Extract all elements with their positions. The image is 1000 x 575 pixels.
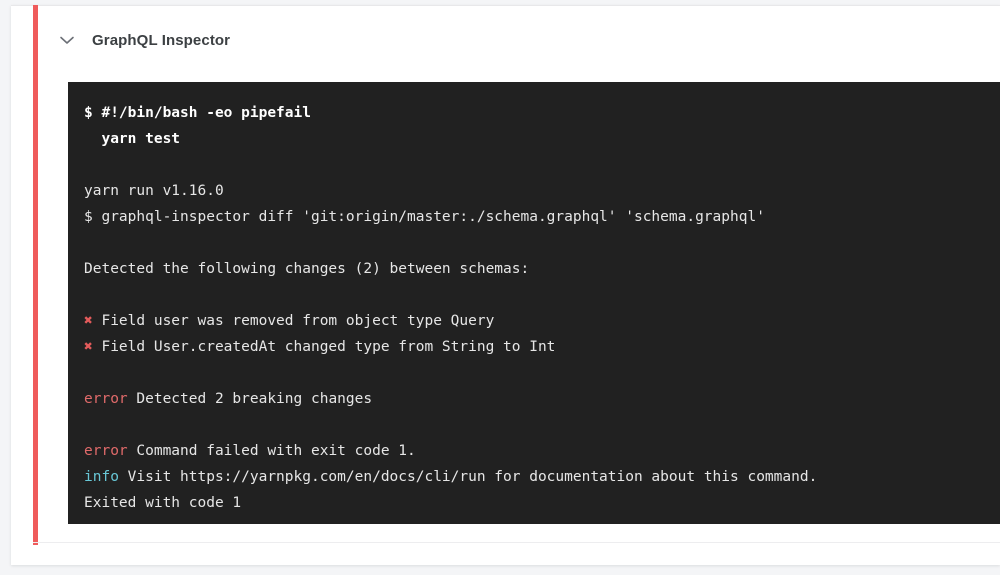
log-line: ✖ Field User.createdAt changed type from…	[68, 334, 1000, 360]
chevron-down-icon[interactable]	[56, 29, 78, 51]
log-line: error Command failed with exit code 1.	[68, 438, 1000, 464]
step-header[interactable]: GraphQL Inspector	[56, 23, 230, 57]
breaking-change-icon: ✖	[84, 339, 93, 355]
log-level-label-error: error	[84, 443, 128, 459]
log-line-text: Field User.createdAt changed type from S…	[92, 339, 556, 355]
log-line	[68, 360, 1000, 386]
log-line: ✖ Field user was removed from object typ…	[68, 308, 1000, 334]
log-line-text: Command failed with exit code 1.	[127, 443, 416, 459]
page-title: GraphQL Inspector	[92, 31, 231, 49]
log-line: yarn test	[84, 131, 181, 147]
log-line-text: Field user was removed from object type …	[92, 313, 495, 329]
log-line	[68, 152, 1000, 178]
log-line: info Visit https://yarnpkg.com/en/docs/c…	[68, 464, 1000, 490]
build-step-card: GraphQL Inspector $ #!/bin/bash -eo pipe…	[11, 5, 1000, 565]
status-accent-bar	[33, 5, 38, 545]
card-top-divider	[11, 5, 1000, 6]
log-line: Detected the following changes (2) betwe…	[84, 261, 530, 277]
log-line: $ graphql-inspector diff 'git:origin/mas…	[84, 209, 765, 225]
terminal-log-output[interactable]: $ #!/bin/bash -eo pipefail yarn test yar…	[68, 82, 1000, 524]
card-bottom-divider	[33, 542, 1000, 543]
log-line: Exited with code 1	[84, 495, 242, 511]
breaking-change-icon: ✖	[84, 313, 93, 329]
log-line	[68, 412, 1000, 438]
log-level-label-info: info	[84, 469, 119, 485]
log-line: $ #!/bin/bash -eo pipefail	[84, 105, 311, 121]
log-level-label-error: error	[84, 391, 128, 407]
log-line: error Detected 2 breaking changes	[68, 386, 1000, 412]
log-line	[68, 230, 1000, 256]
log-line: yarn run v1.16.0	[84, 183, 224, 199]
log-line-text: Detected 2 breaking changes	[127, 391, 373, 407]
log-line-text: Visit https://yarnpkg.com/en/docs/cli/ru…	[118, 469, 818, 485]
log-line-list: $ #!/bin/bash -eo pipefail yarn test yar…	[68, 100, 1000, 516]
log-line	[68, 282, 1000, 308]
